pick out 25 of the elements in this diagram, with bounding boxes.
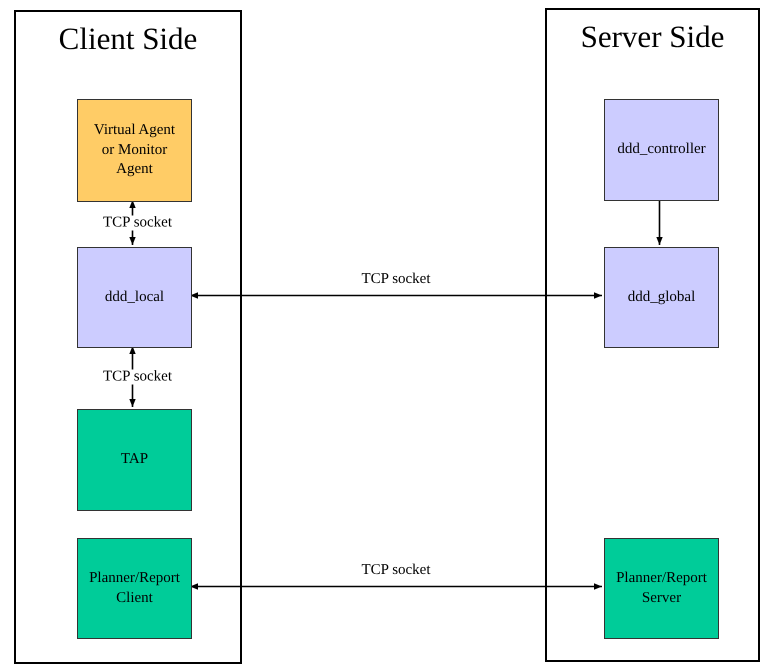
arrow — [656, 199, 663, 245]
group-title: Server Side — [580, 18, 726, 56]
edge-label: TCP socket — [102, 369, 174, 384]
group-box — [545, 8, 760, 662]
edge-label: TCP socket — [360, 272, 432, 286]
process-box — [77, 99, 192, 202]
box-label: ddd_controller — [617, 140, 706, 160]
box-label: ddd_local — [104, 288, 164, 307]
box-label: ddd_global — [628, 288, 696, 307]
process-box — [604, 538, 719, 639]
process-box — [77, 409, 192, 511]
box-label: Virtual Agent or Monitor Agent — [92, 121, 176, 180]
process-box — [77, 247, 192, 348]
group-title: Client Side — [58, 20, 198, 58]
box-label: TAP — [120, 450, 148, 470]
edge-label: TCP socket — [102, 215, 174, 230]
process-box — [604, 247, 719, 348]
arrow — [190, 583, 602, 590]
process-box — [77, 538, 192, 639]
edge-label: TCP socket — [360, 562, 432, 578]
box-label: Planner/Report Client — [88, 569, 181, 608]
process-box — [604, 99, 719, 201]
group-box — [14, 10, 242, 664]
box-label: Planner/Report Server — [615, 569, 708, 608]
arrow — [190, 292, 602, 299]
